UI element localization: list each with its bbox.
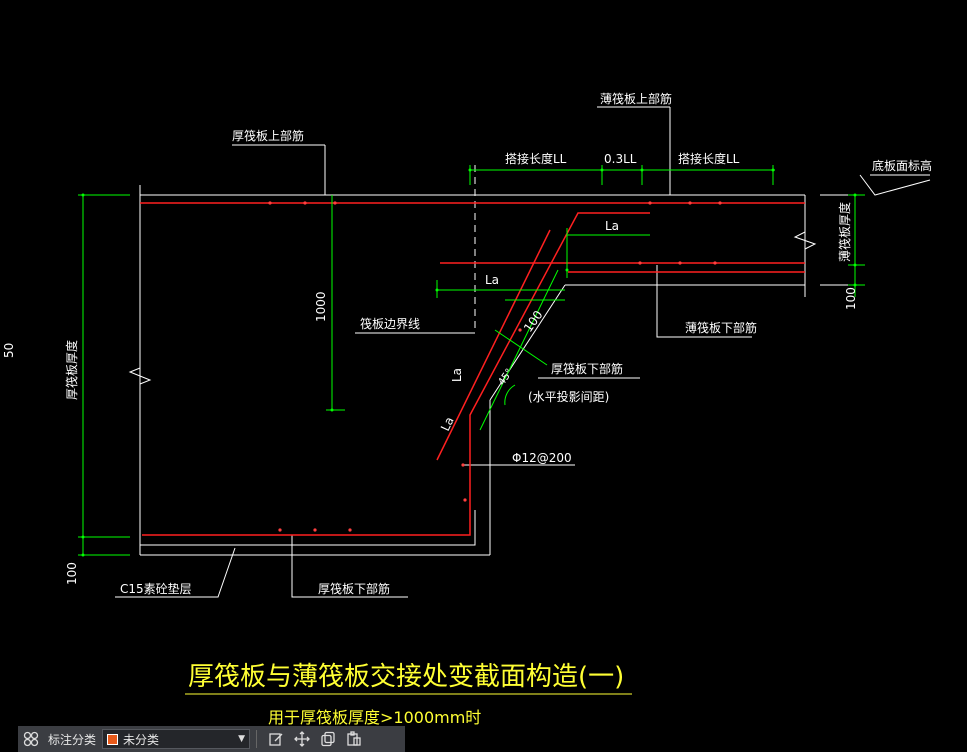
rebar-lines [140,202,805,536]
chevron-down-icon: ▼ [238,734,246,744]
label-lap-length-2: 搭接长度LL [678,151,740,166]
drawing-title: 厚筏板与薄筏板交接处变截面构造(一) [188,662,624,692]
concrete-outline [115,106,931,598]
label-stirrup: Φ12@200 [512,451,572,465]
category-select[interactable]: 未分类 ▼ [102,729,251,749]
label-horizontal-spacing: (水平投影间距) [528,389,609,404]
label-thick-bottom-rebar-slope: 厚筏板下部筋 [551,361,623,376]
copy-icon[interactable] [315,726,341,752]
grid-icon[interactable] [18,726,44,752]
dimension-ticks [81,168,857,557]
move-icon[interactable] [289,726,315,752]
label-thin-top-rebar: 薄筏板上部筋 [600,91,672,106]
label-raft-boundary: 筏板边界线 [360,317,420,331]
label-dim-100-right: 100 [844,287,858,310]
edit-icon[interactable] [263,726,289,752]
label-la-slope-1: La [450,368,464,382]
label-c15-cushion: C15素砼垫层 [120,581,192,596]
annotation-toolbar: 标注分类 未分类 ▼ [18,726,405,752]
paste-icon[interactable] [341,726,367,752]
label-la-slope-2: La [438,415,457,434]
label-lap-length-1: 搭接长度LL [505,151,567,166]
label-thick-thickness: 厚筏板厚度 [64,340,79,400]
label-thin-thickness: 薄筏板厚度 [837,202,852,262]
label-lap-gap: 0.3LL [604,152,637,166]
category-selected-value: 未分类 [123,732,160,747]
label-la-upper: La [605,219,619,233]
label-dim-100-left: 100 [65,562,79,585]
label-la-left: La [485,273,499,287]
rebar-dots [268,201,722,532]
label-angle: 45° [496,367,515,388]
label-dim-1000: 1000 [314,291,328,322]
dimension-lines [78,165,865,556]
label-thin-bottom-rebar: 薄筏板下部筋 [685,320,757,335]
toolbar-divider [256,730,258,748]
label-dim-50: 50 [2,343,16,358]
label-bottom-elevation: 底板面标高 [872,158,932,173]
category-color-swatch [107,733,119,745]
label-thick-top-rebar: 厚筏板上部筋 [232,128,304,143]
drawing-subtitle: 用于厚筏板厚度>1000mm时 [268,708,481,727]
category-label: 标注分类 [48,732,97,747]
label-thick-bottom-rebar: 厚筏板下部筋 [318,581,390,596]
